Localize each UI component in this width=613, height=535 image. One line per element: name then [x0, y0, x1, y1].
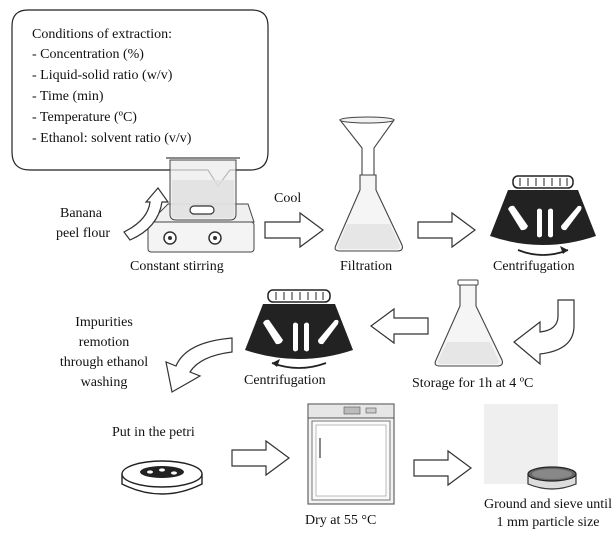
sieve-icon: [527, 466, 577, 490]
centrifuge-icon: [490, 175, 596, 256]
left-arrow-icon: [369, 307, 429, 345]
step-petri: Put in the petri: [112, 425, 195, 440]
hot-plate-stirrer-icon: [147, 157, 255, 253]
right-arrow-icon: [231, 439, 291, 477]
step-impurities-line: through ethanol: [60, 355, 148, 370]
step-ground-line: Ground and sieve until: [484, 497, 612, 512]
flask-icon: [434, 279, 503, 367]
curved-arrow-icon: [513, 299, 575, 366]
step-centrifugation-1: Centrifugation: [493, 259, 575, 274]
curved-arrow-icon: [123, 187, 170, 241]
step-dry: Dry at 55 °C: [305, 513, 376, 528]
curved-arrow-icon: [165, 337, 233, 393]
right-arrow-icon: [264, 211, 325, 249]
condition-item: - Temperature (ºC): [32, 110, 137, 125]
input-label-line2: peel flour: [56, 226, 110, 241]
conditions-title: Conditions of extraction:: [32, 27, 172, 42]
step-centrifugation-2: Centrifugation: [244, 373, 326, 388]
condition-item: - Liquid-solid ratio (w/v): [32, 68, 173, 83]
step-cool-label: Cool: [274, 191, 301, 206]
step-storage: Storage for 1h at 4 ºC: [412, 376, 533, 391]
drying-oven-icon: [307, 403, 395, 505]
step-ground-line: 1 mm particle size: [496, 515, 599, 530]
petri-dish-icon: [121, 460, 203, 495]
conditions-callout: Conditions of extraction: - Concentratio…: [11, 9, 269, 188]
step-impurities-line: Impurities: [75, 315, 133, 330]
step-filtration: Filtration: [340, 259, 392, 274]
right-arrow-icon: [413, 449, 473, 487]
condition-item: - Concentration (%): [32, 47, 144, 62]
centrifuge-icon: [245, 289, 353, 369]
input-label-line1: Banana: [60, 206, 103, 221]
step-impurities-line: remotion: [79, 335, 130, 350]
step-impurities-line: washing: [81, 375, 128, 390]
beaker-icon: [166, 157, 240, 221]
funnel-flask-icon: [334, 116, 403, 252]
condition-item: - Time (min): [32, 89, 104, 104]
step-constant-stirring: Constant stirring: [130, 259, 224, 274]
right-arrow-icon: [417, 211, 477, 249]
condition-item: - Ethanol: solvent ratio (v/v): [32, 131, 192, 146]
